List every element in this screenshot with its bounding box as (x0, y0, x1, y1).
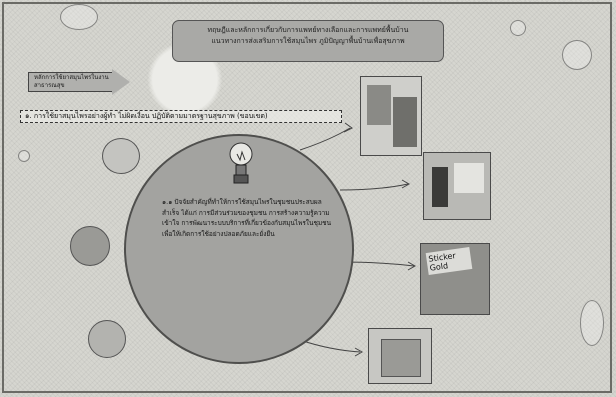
bubble-decoration (510, 20, 526, 36)
title-line-2: แนวทางการส่งเสริมการใช้สมุนไพร ภูมิปัญญา… (211, 37, 405, 45)
photo-thumbnail (360, 76, 422, 156)
arrow-label: หลักการใช้ยาสมุนไพรในงานสาธารณสุข (34, 74, 109, 89)
section-heading: ๑. การใช้ยาสมุนไพรอย่างผู้ทำ ไม่ผิดเงื่อ… (20, 110, 342, 123)
arrow-shape: หลักการใช้ยาสมุนไพรในงานสาธารณสุข (28, 69, 130, 96)
package-thumbnail (368, 328, 432, 384)
lightbulb-icon (229, 142, 253, 184)
circle-body-text: ๑.๑ ปัจจัยสำคัญที่ทำให้การใช้สมุนไพรในชุ… (162, 198, 332, 238)
leaf-icon (70, 226, 110, 266)
bubble-decoration (18, 150, 30, 162)
bubble-decoration (580, 300, 604, 346)
sticker-thumbnail: Sticker Gold (420, 243, 490, 315)
product-thumbnail (423, 152, 491, 220)
bubble-decoration (60, 4, 98, 30)
title-box: ทฤษฎีและหลักการเกี่ยวกับการแพทย์ทางเลือก… (172, 20, 444, 62)
herb-icon (102, 138, 140, 174)
bubble-decoration (562, 40, 592, 70)
sticker-label: Sticker Gold (425, 247, 473, 275)
slide-frame (2, 2, 612, 393)
arrow-head (112, 69, 130, 95)
title-line-1: ทฤษฎีและหลักการเกี่ยวกับการแพทย์ทางเลือก… (207, 26, 409, 34)
plant-icon (88, 320, 126, 358)
